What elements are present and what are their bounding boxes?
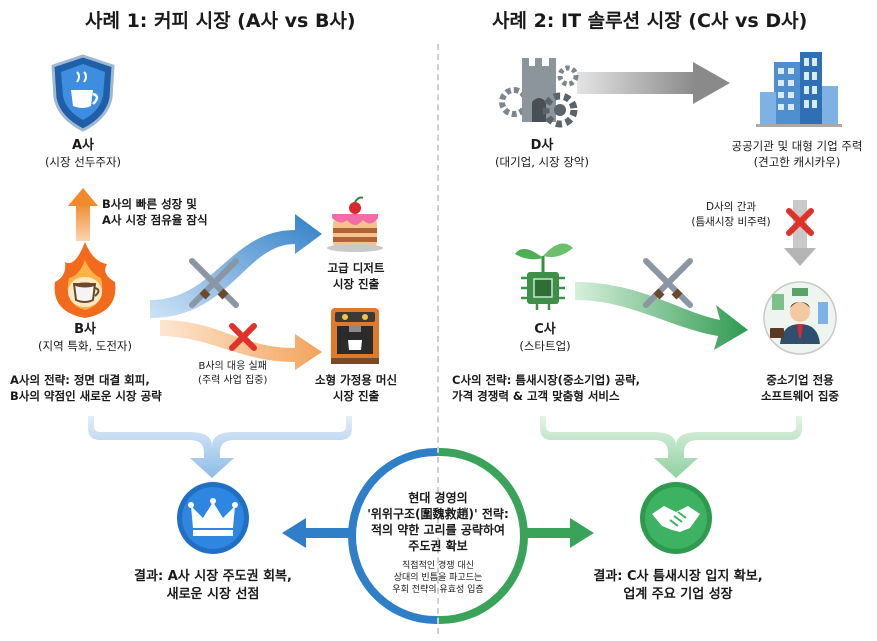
right-converge-arrow [540, 416, 802, 478]
blue-curved-arrow [150, 214, 322, 318]
company-a-name: A사 [71, 138, 95, 153]
c-strategy-line-1: C사의 전략: 틈새시장(중소기업) 공략, [452, 373, 641, 387]
shield-coffee-icon [51, 54, 115, 132]
b-failure-label: B사의 대응 실패 (주력 사업 집중) [198, 360, 267, 388]
center-line-1: 현대 경영의 [408, 491, 468, 505]
company-c-label: C사 (스타트업) [490, 322, 600, 354]
growth-note-line-1: B사의 빠른 성장 및 [102, 197, 197, 211]
a-strategy-line-2: B사의 약점인 새로운 시장 공략 [10, 389, 162, 403]
center-line-4: 주도권 확보 [408, 539, 468, 553]
office-building-icon [756, 52, 842, 127]
center-sub-line-2: 상대의 빈틈을 파고드는 [393, 573, 483, 583]
client-line-1: 공공기관 및 대형 기업 주력 [731, 139, 863, 153]
handshake-icon [640, 482, 712, 554]
sme-line-1: 중소기업 전용 [766, 373, 834, 387]
center-cycle-arrows [282, 447, 594, 625]
right-result-line-1: 결과: C사 틈새시장 입지 확보, [593, 569, 763, 584]
right-result-line-2: 업계 주요 기업 성장 [623, 587, 733, 602]
company-d-name: D사 [530, 138, 554, 153]
businessman-icon [763, 281, 837, 355]
left-result-label: 결과: A사 시장 주도권 회복, 새로운 시장 선점 [120, 568, 306, 604]
machine-market-label: 소형 가정용 머신 시장 진출 [298, 372, 414, 404]
sme-line-2: 소프트웨어 집중 [760, 389, 840, 403]
company-d-label: D사 (대기업, 시장 장악) [482, 138, 602, 170]
section-divider [437, 44, 439, 634]
company-b-label: B사 (지역 특화, 도전자) [20, 322, 150, 354]
crossed-swords-icon [189, 258, 239, 308]
dessert-market-label: 고급 디저트 시장 진출 [318, 260, 394, 292]
client-line-2: (견고한 캐시카우) [753, 155, 841, 169]
c-strategy-label: C사의 전략: 틈새시장(중소기업) 공략, 가격 경쟁력 & 고객 맞춤형 서… [452, 372, 640, 404]
center-sub-line-1: 직접적인 경쟁 대신 [402, 561, 474, 571]
failure-line-2: (주력 사업 집중) [198, 375, 268, 386]
crown-icon [177, 482, 249, 554]
d-oversight-label: D사의 간과 (틈새시장 비주력) [686, 200, 776, 230]
red-x-icon [229, 323, 257, 351]
left-converge-arrow [88, 416, 352, 478]
flame-coffee-icon [54, 242, 116, 318]
company-c-role: (스타트업) [519, 339, 571, 353]
company-a-label: A사 (시장 선두주자) [23, 138, 143, 170]
a-strategy-label: A사의 전략: 정면 대결 회피, B사의 약점인 새로운 시장 공략 [10, 372, 162, 404]
company-b-name: B사 [74, 322, 96, 337]
cake-icon [327, 196, 383, 252]
red-x-icon [786, 208, 814, 236]
crossed-swords-icon [643, 258, 693, 308]
oversight-line-1: D사의 간과 [705, 201, 757, 213]
company-c-name: C사 [534, 322, 556, 337]
center-strategy-label: 현대 경영의 '위위구조(圍魏救趙)' 전략: 적의 약한 고리를 공략하여 주… [358, 490, 518, 554]
sme-software-label: 중소기업 전용 소프트웨어 집중 [740, 372, 860, 404]
growth-note-line-2: A사 시장 점유율 잠식 [102, 213, 208, 227]
dessert-line-2: 시장 진출 [332, 277, 380, 291]
orange-growth-arrow [68, 188, 98, 241]
center-line-2: '위위구조(圍魏救趙)' 전략: [367, 507, 509, 521]
company-a-role: (시장 선두주자) [44, 155, 122, 169]
c-strategy-line-2: 가격 경쟁력 & 고객 맞춤형 서비스 [452, 389, 620, 403]
left-title: 사례 1: 커피 시장 (A사 vs B사) [85, 10, 356, 32]
company-b-role: (지역 특화, 도전자) [38, 339, 132, 353]
growth-note: B사의 빠른 성장 및 A사 시장 점유율 잠식 [102, 196, 208, 228]
left-result-line-1: 결과: A사 시장 주도권 회복, [134, 569, 292, 584]
green-arrow [575, 282, 748, 350]
left-result-line-2: 새로운 시장 선점 [166, 587, 260, 602]
gray-arrow [577, 62, 730, 104]
orange-arrow [160, 320, 322, 370]
failure-line-1: B사의 대응 실패 [198, 361, 267, 372]
center-sub-line-3: 우회 전략의 유효성 입증 [392, 585, 484, 595]
castle-gears-icon [499, 58, 579, 128]
machine-line-1: 소형 가정용 머신 [314, 373, 398, 387]
center-sub-label: 직접적인 경쟁 대신 상대의 빈틈을 파고드는 우회 전략의 유효성 입증 [368, 560, 508, 596]
company-d-role: (대기업, 시장 장악) [495, 155, 589, 169]
public-client-label: 공공기관 및 대형 기업 주력 (견고한 캐시카우) [722, 138, 872, 170]
oversight-line-2: (틈새시장 비주력) [691, 216, 771, 228]
sprout-chip-icon [515, 243, 573, 310]
right-title: 사례 2: IT 솔루션 시장 (C사 vs D사) [492, 10, 808, 32]
a-strategy-line-1: A사의 전략: 정면 대결 회피, [10, 373, 150, 387]
center-line-3: 적의 약한 고리를 공략하여 [371, 523, 505, 537]
dessert-line-1: 고급 디저트 [327, 261, 385, 275]
right-result-label: 결과: C사 틈새시장 입지 확보, 업계 주요 기업 성장 [580, 568, 776, 604]
espresso-machine-icon [331, 308, 379, 364]
machine-line-2: 시장 진출 [332, 389, 380, 403]
